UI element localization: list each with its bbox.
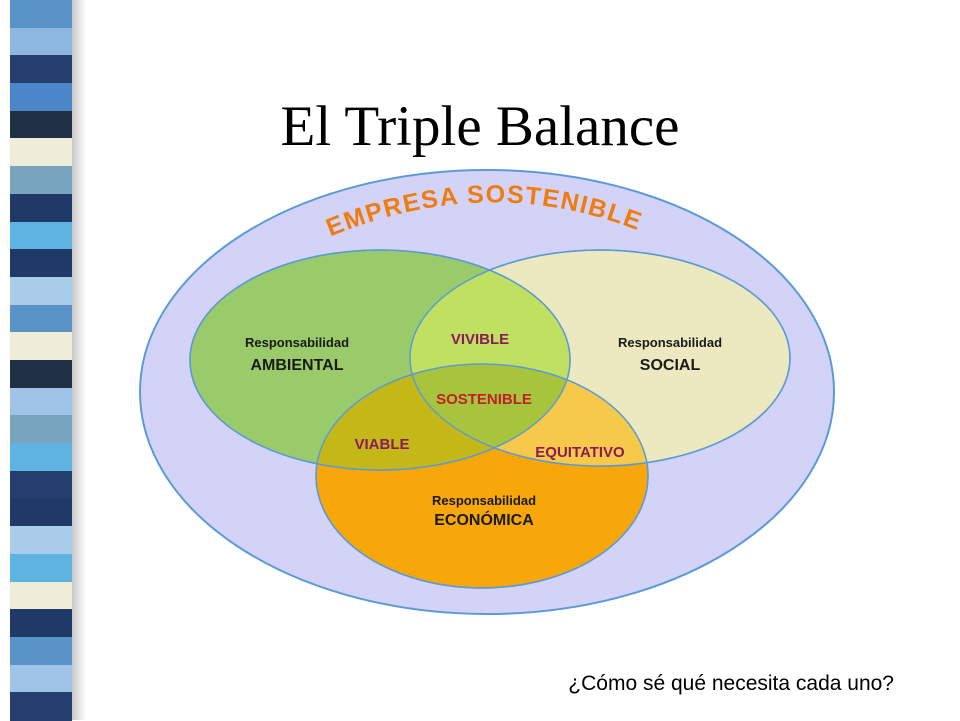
- economica-line1: Responsabilidad: [432, 493, 536, 508]
- stripe-block: [10, 636, 72, 666]
- label-vivible: VIVIBLE: [451, 331, 509, 348]
- stripe-block: [10, 55, 72, 85]
- social-line2: SOCIAL: [640, 357, 701, 374]
- stripe-block: [10, 110, 72, 140]
- stripe-block: [10, 609, 72, 638]
- slide-title: El Triple Balance: [280, 95, 680, 158]
- stripe-block: [10, 304, 72, 334]
- stripe-block: [10, 0, 72, 29]
- circle-ambiental-outline: [189, 249, 571, 471]
- stripe-block: [10, 443, 72, 472]
- stripe-blocks: [10, 0, 72, 721]
- label-viable: VIABLE: [354, 436, 409, 453]
- circle-social-outline: [409, 249, 791, 467]
- stripe-block: [10, 581, 72, 611]
- stripe-block: [10, 664, 72, 694]
- label-equitativo: EQUITATIVO: [535, 444, 625, 461]
- stripe-block: [10, 387, 72, 417]
- region-equitativo: [410, 364, 648, 466]
- stripe-block: [10, 332, 72, 361]
- footer-question: ¿Cómo sé qué necesita cada uno?: [568, 672, 894, 695]
- economica-line2: ECONÓMICA: [434, 510, 534, 529]
- stripe-block: [10, 193, 72, 223]
- stripe-block: [10, 249, 72, 278]
- social-line1: Responsabilidad: [618, 335, 722, 350]
- stripe-block: [10, 276, 72, 306]
- stripe-block: [10, 27, 72, 57]
- stripe-block: [10, 498, 72, 528]
- stripe-block: [10, 166, 72, 195]
- stripe-block: [10, 138, 72, 168]
- decorative-stripe: [10, 0, 86, 721]
- stripe-block: [10, 526, 72, 555]
- ambiental-line2: AMBIENTAL: [250, 357, 343, 374]
- stripe-block: [10, 360, 72, 389]
- label-sostenible: SOSTENIBLE: [436, 391, 532, 408]
- stripe-block: [10, 83, 72, 112]
- stripe-shadow: [72, 0, 86, 720]
- stripe-block: [10, 415, 72, 445]
- stripe-block: [10, 221, 72, 251]
- stripe-block: [10, 553, 72, 583]
- ambiental-line1: Responsabilidad: [245, 335, 349, 350]
- stripe-block: [10, 692, 72, 721]
- circle-economica-outline: [315, 363, 649, 589]
- stripe-block: [10, 470, 72, 500]
